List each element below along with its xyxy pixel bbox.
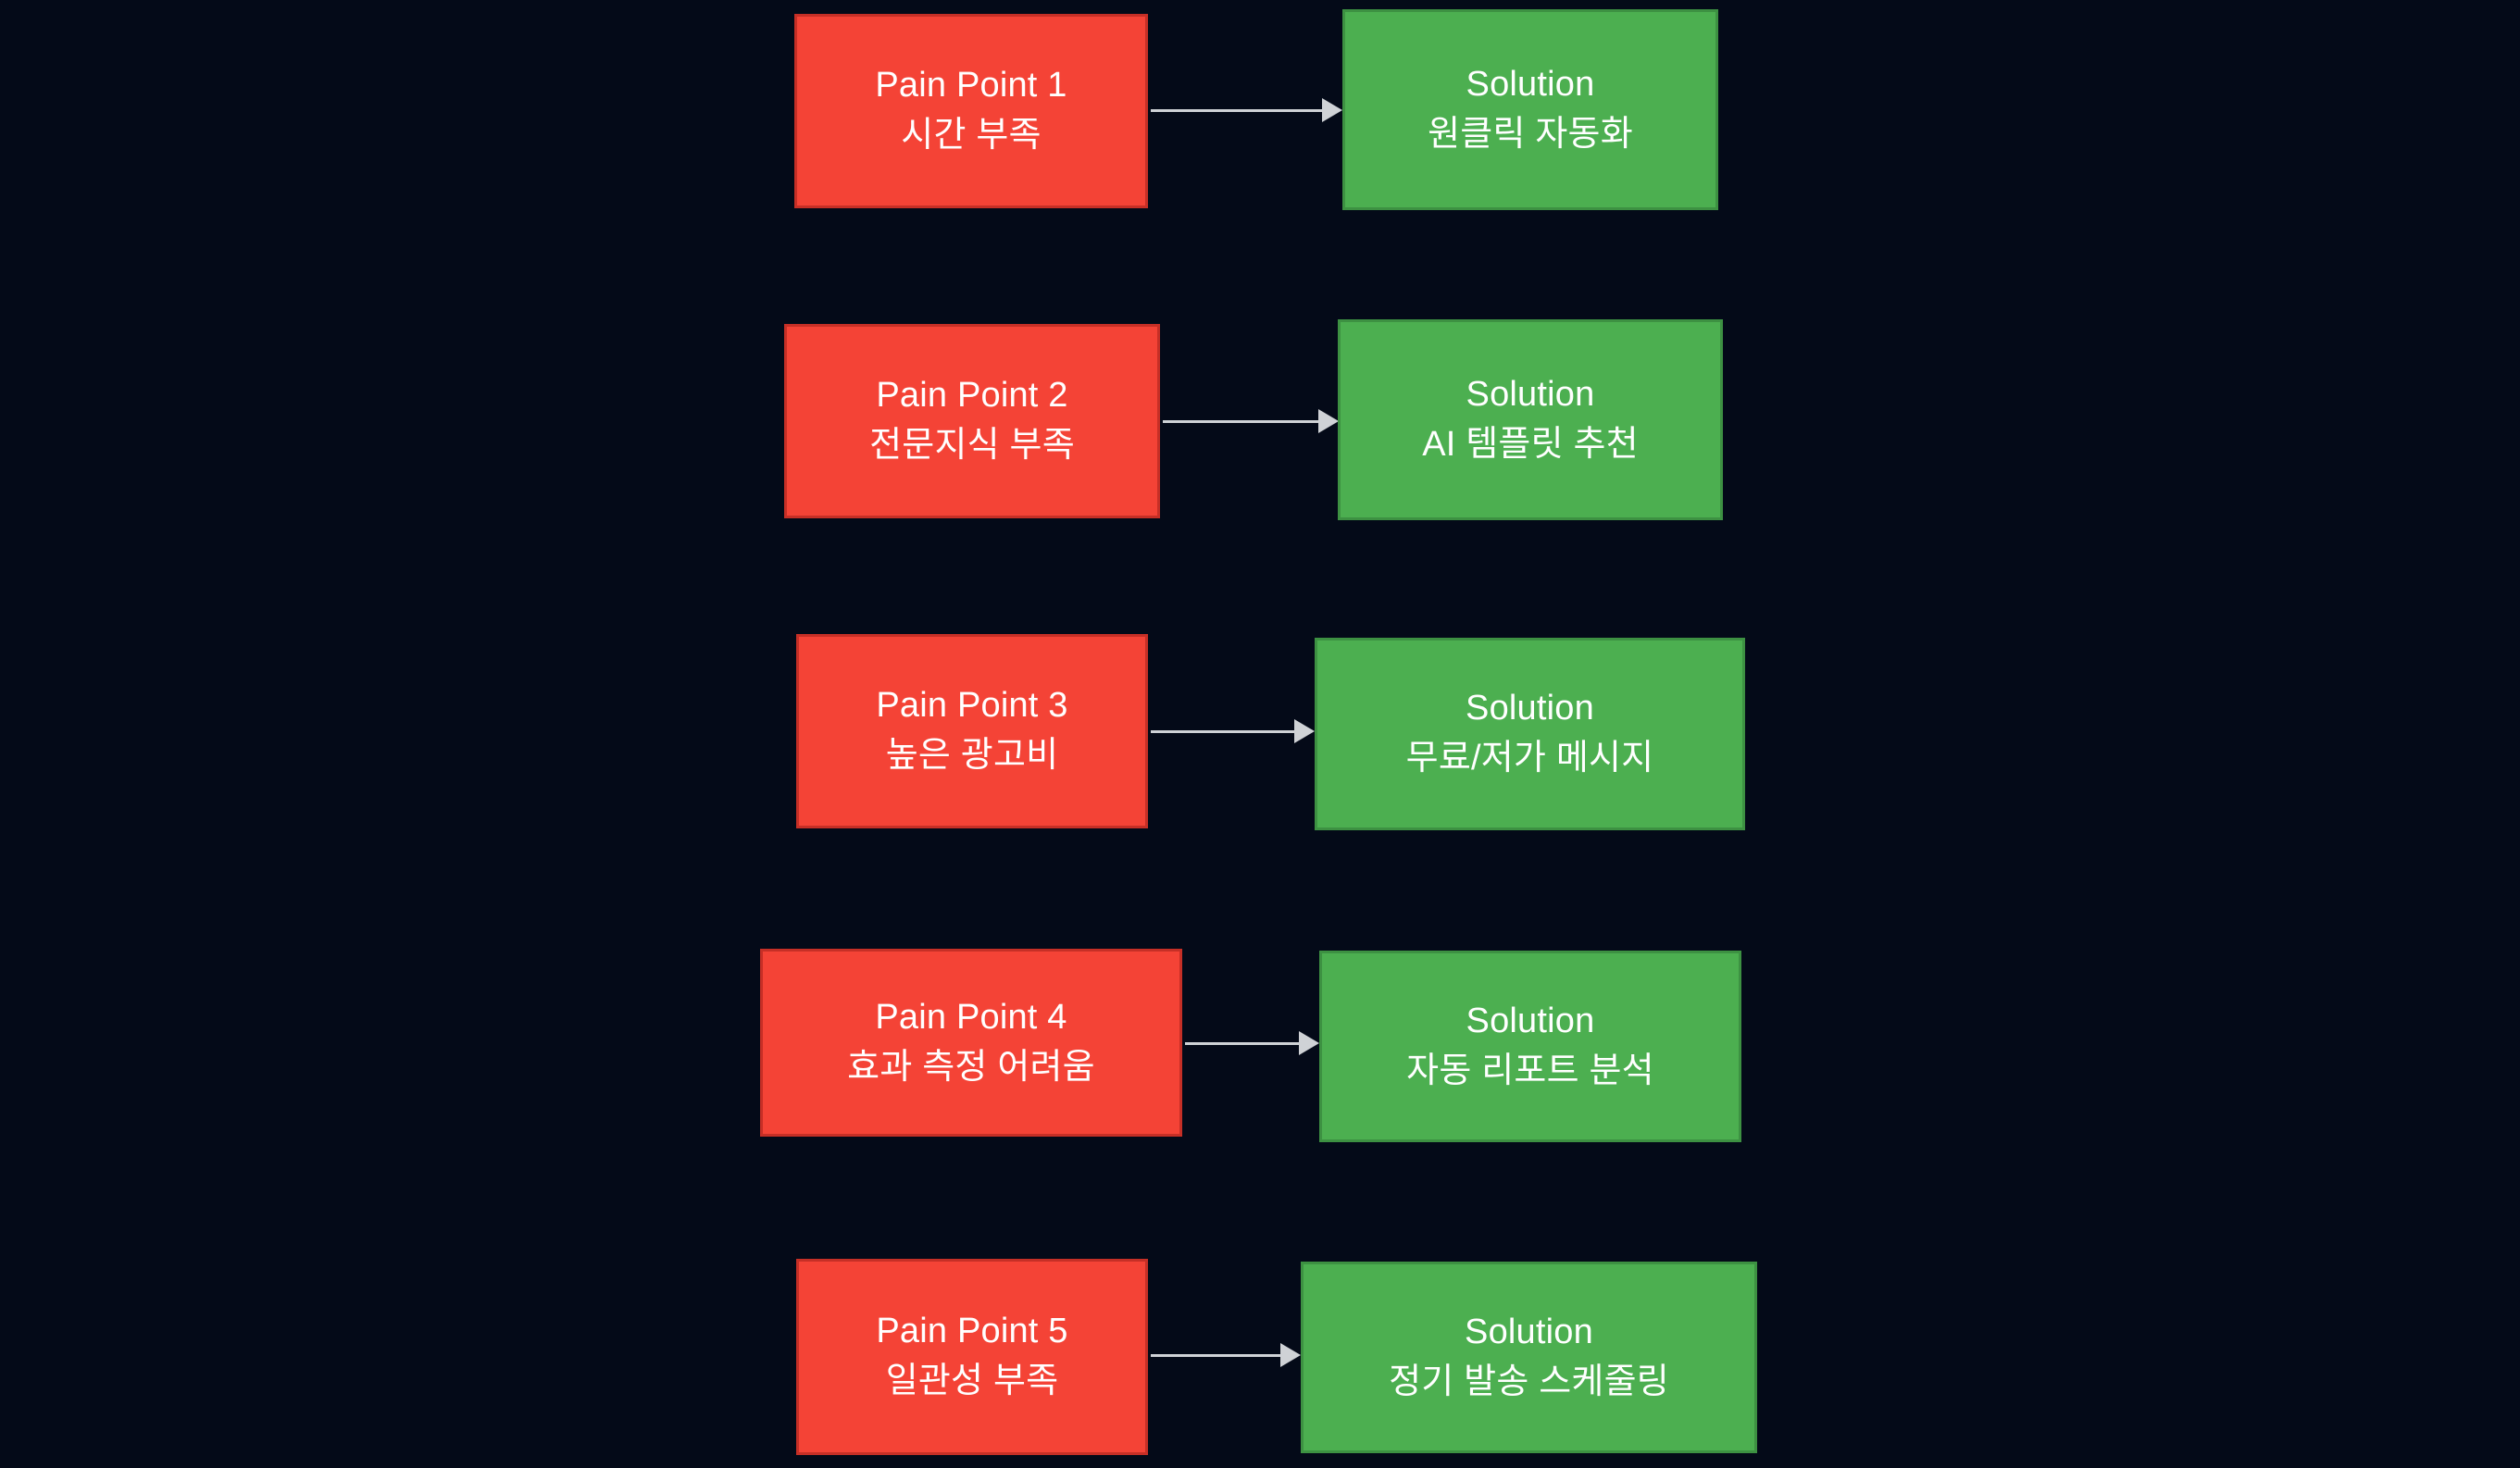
arrow-head-icon <box>1299 1031 1319 1055</box>
arrow-shaft-icon <box>1163 419 1319 423</box>
pain-point-node-4[interactable]: Pain Point 4 효과 측정 어려움 <box>760 949 1182 1137</box>
pain-point-node-5-detail: 일관성 부족 <box>885 1362 1059 1400</box>
pain-point-node-3-title: Pain Point 3 <box>876 686 1068 726</box>
solution-node-1[interactable]: Solution 원클릭 자동화 <box>1342 9 1718 210</box>
arrow-head-icon <box>1280 1343 1301 1367</box>
pain-point-node-4-detail: 효과 측정 어려움 <box>847 1047 1095 1087</box>
solution-node-5[interactable]: Solution 정기 발송 스케줄링 <box>1301 1262 1757 1453</box>
solution-node-4[interactable]: Solution 자동 리포트 분석 <box>1319 951 1741 1142</box>
solution-node-4-detail: 자동 리포트 분석 <box>1406 1051 1654 1090</box>
arrow-shaft-icon <box>1185 1041 1300 1045</box>
arrow-shaft-icon <box>1151 729 1295 733</box>
solution-node-2-detail: AI 템플릿 추천 <box>1422 424 1639 464</box>
arrow-head-icon <box>1294 719 1315 743</box>
arrow-pain-3-to-solution-3 <box>1151 717 1315 745</box>
solution-node-5-title: Solution <box>1465 1312 1593 1351</box>
solution-node-5-detail: 정기 발송 스케줄링 <box>1389 1362 1669 1401</box>
pain-point-node-3-detail: 높은 광고비 <box>885 736 1059 775</box>
pain-point-node-2[interactable]: Pain Point 2 전문지식 부족 <box>784 324 1160 518</box>
arrow-shaft-icon <box>1151 108 1323 112</box>
pain-point-node-4-title: Pain Point 4 <box>875 997 1067 1037</box>
arrow-pain-5-to-solution-5 <box>1151 1341 1301 1369</box>
pain-point-node-2-title: Pain Point 2 <box>876 376 1068 416</box>
arrow-pain-2-to-solution-2 <box>1163 407 1339 435</box>
solution-node-2-title: Solution <box>1466 374 1595 414</box>
pain-point-node-5[interactable]: Pain Point 5 일관성 부족 <box>796 1259 1148 1455</box>
solution-node-4-title: Solution <box>1466 1001 1595 1040</box>
pain-point-node-3[interactable]: Pain Point 3 높은 광고비 <box>796 634 1148 828</box>
arrow-pain-4-to-solution-4 <box>1185 1029 1319 1057</box>
arrow-head-icon <box>1318 409 1339 433</box>
solution-node-1-detail: 원클릭 자동화 <box>1428 114 1633 154</box>
arrow-pain-1-to-solution-1 <box>1151 96 1342 124</box>
pain-point-node-2-detail: 전문지식 부족 <box>869 426 1075 465</box>
solution-node-1-title: Solution <box>1466 64 1595 104</box>
pain-point-node-5-title: Pain Point 5 <box>876 1312 1068 1351</box>
pain-point-node-1-detail: 시간 부족 <box>901 116 1042 155</box>
solution-node-3[interactable]: Solution 무료/저가 메시지 <box>1315 638 1745 830</box>
pain-point-node-1[interactable]: Pain Point 1 시간 부족 <box>794 14 1148 208</box>
pain-point-node-1-title: Pain Point 1 <box>875 66 1067 106</box>
arrow-shaft-icon <box>1151 1353 1281 1357</box>
arrow-head-icon <box>1322 98 1342 122</box>
solution-node-2[interactable]: Solution AI 템플릿 추천 <box>1338 319 1723 520</box>
solution-node-3-detail: 무료/저가 메시지 <box>1405 739 1654 778</box>
solution-node-3-title: Solution <box>1466 689 1594 728</box>
